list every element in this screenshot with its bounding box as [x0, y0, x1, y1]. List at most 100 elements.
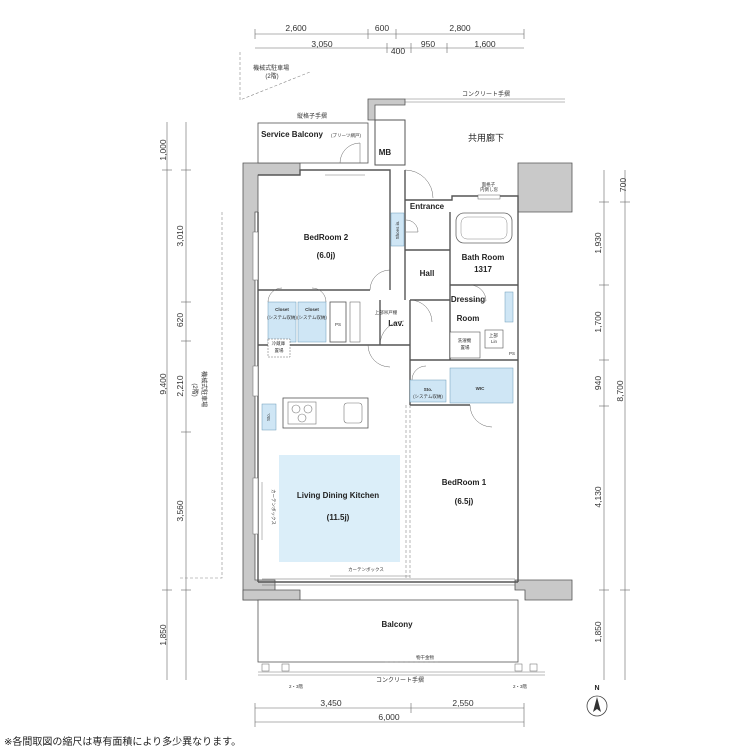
left-dim-3560: 3,560: [175, 500, 185, 522]
ps-box: [329, 301, 347, 343]
dressing-label: Dressing: [451, 295, 485, 304]
burner3: [297, 413, 307, 423]
concrete-rail-bottom-label: コンクリート手摺: [376, 676, 424, 684]
wic-door[interactable]: [469, 404, 493, 428]
east-wall-lower: [514, 579, 573, 601]
drying-hardware-label: 物干金物: [416, 654, 434, 661]
parking-side-line2: (2階): [191, 383, 199, 396]
top-dim-2800: 2,800: [449, 23, 471, 33]
mb-box: [374, 119, 406, 166]
parking-top-outline: [239, 52, 311, 101]
footnote: ※各間取図の縮尺は専有面積により多少異なります。: [4, 737, 242, 748]
left-dim-3010: 3,010: [175, 225, 185, 247]
common-corridor-label: 共用廊下: [468, 132, 504, 143]
entrance-label: Entrance: [410, 202, 445, 211]
fridge-space: [267, 338, 291, 358]
southwest-wall: [242, 589, 301, 601]
curtain-box-side-label: カーテンボックス: [270, 489, 277, 525]
closet2-label: Closet: [305, 307, 319, 312]
interior-walls: [258, 200, 518, 406]
closet1-door[interactable]: [267, 287, 283, 303]
ldk-label: Living Dining Kitchen: [297, 491, 379, 500]
parking-side-line1: 機械式駐車場: [200, 371, 208, 407]
sto-sub: (システム収納): [413, 393, 443, 400]
ldk-door[interactable]: [367, 344, 391, 368]
closet2-door[interactable]: [311, 287, 327, 303]
parking-top-label: 機械式駐車場 (2階): [253, 64, 291, 80]
kitchen-shelf-label: Sto.: [266, 413, 271, 421]
bedroom2-label: BedRoom 2: [304, 233, 349, 242]
wic-area: [449, 367, 514, 404]
parking-side-outline: [180, 212, 223, 579]
bath-window: [477, 194, 501, 200]
right-dim-1930: 1,930: [593, 232, 603, 254]
top-dim-2600: 2,600: [285, 23, 307, 33]
shoes-in-label: Shoes in.: [395, 221, 400, 240]
rail-post-3: [514, 663, 523, 672]
ldk-size: (11.5j): [327, 513, 350, 522]
burner1: [291, 404, 301, 414]
top-dim-1600: 1,600: [474, 39, 496, 49]
linen-label: 上部 Lin: [489, 332, 499, 344]
sto-door[interactable]: [411, 365, 427, 381]
rail-post-4: [529, 663, 538, 672]
rail-post-2: [281, 663, 290, 672]
wic-label: WIC: [476, 386, 485, 391]
east-wall: [517, 162, 573, 213]
service-balcony-label: Service Balcony: [261, 130, 323, 139]
washer-l1: 洗濯機: [458, 337, 472, 344]
bedroom2-door[interactable]: [369, 269, 391, 291]
service-balcony-area: [257, 122, 369, 164]
bottom-dim-6000: 6,000: [378, 712, 400, 722]
linen-box: [484, 329, 504, 349]
balcony-area: [257, 599, 519, 663]
bottom-dimension-lines: [254, 703, 525, 727]
lattice-rail-label: 縦格子手摺: [297, 112, 327, 120]
bedroom1-size: (6.5j): [455, 497, 474, 506]
shoes-in-cabinet: [390, 212, 405, 247]
burner2: [303, 404, 313, 414]
bath-window-note: 面格子 内倒し窓: [480, 181, 498, 193]
bathroom-size: 1317: [474, 265, 492, 274]
service-balcony-note: (ブリーツ網戸): [331, 132, 361, 139]
top-dim-400: 400: [391, 46, 405, 56]
closet1-label: Closet: [275, 307, 289, 312]
concrete-rail-bottom: [258, 671, 545, 676]
bath-window-note-l2: 内倒し窓: [480, 186, 498, 193]
service-balcony-door[interactable]: [339, 142, 361, 164]
dressing-shelf: [504, 291, 514, 323]
bottom-dim-3450: 3,450: [320, 698, 342, 708]
left-dim-620: 620: [175, 313, 185, 327]
dressing-label2: Room: [457, 314, 480, 323]
parking-side-label: 機械式駐車場 (2階): [191, 371, 208, 409]
bath-door[interactable]: [469, 284, 487, 302]
rail-post-1: [261, 663, 270, 672]
north-compass-icon: [586, 695, 608, 717]
left-dim-1850: 1,850: [158, 624, 168, 646]
closet1-sub: (システム収納): [267, 314, 297, 321]
fridge-l1: 冷蔵庫: [272, 340, 286, 347]
bedroom2-window: [252, 231, 259, 281]
left-dim-1000: 1,000: [158, 139, 168, 161]
hall-door[interactable]: [379, 320, 405, 346]
lav-sink: [349, 301, 361, 343]
right-dim-4130: 4,130: [593, 486, 603, 508]
bottom-dim-2550: 2,550: [452, 698, 474, 708]
ldk-floor: [279, 455, 400, 562]
bedroom1-label: BedRoom 1: [442, 478, 487, 487]
shoes-door[interactable]: [405, 219, 419, 233]
floor-2-3-left: 2・3階: [289, 683, 304, 690]
dressing-door[interactable]: [409, 299, 433, 323]
kitchen-sink: [343, 402, 363, 424]
hall-label: Hall: [420, 269, 435, 278]
right-dimension-lines: [599, 170, 630, 680]
linen-l1: 上部: [489, 332, 498, 339]
top-dimension-lines: [254, 29, 525, 53]
fridge-label: 冷蔵庫 置場: [272, 340, 287, 354]
ps-label: PS: [335, 322, 341, 327]
washer-area: [449, 331, 481, 359]
right-dim-700: 700: [618, 178, 628, 192]
entrance-door[interactable]: [404, 169, 434, 199]
balcony-windows: [262, 578, 515, 586]
